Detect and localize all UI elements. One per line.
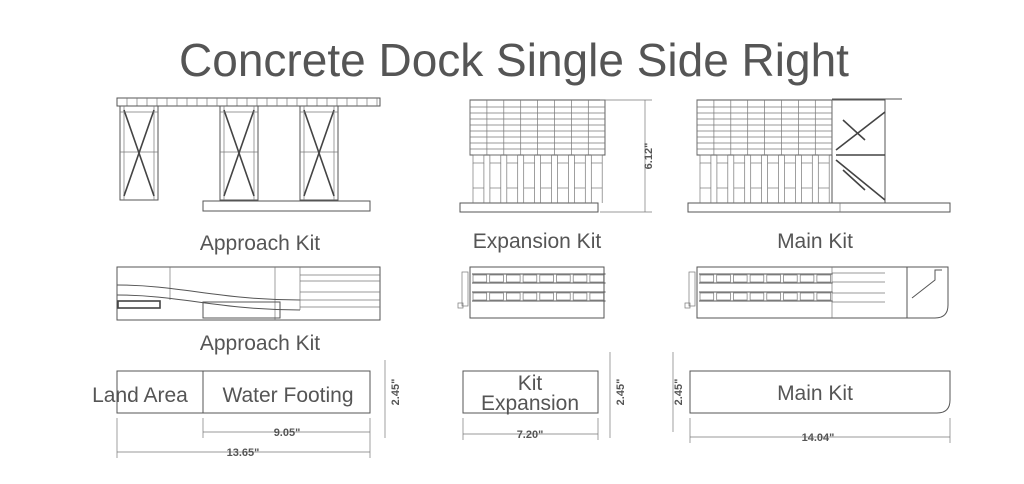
approach-total-length-dimension: 13.65" — [227, 447, 260, 459]
expansion-footprint — [462, 370, 599, 414]
expansion-height-dimension-lines — [600, 99, 652, 213]
approach-kit-plan-label: Approach Kit — [200, 332, 320, 355]
approach-dimension-lines — [116, 360, 386, 458]
main-width-dimension: 2.45" — [673, 379, 685, 406]
expansion-length-dimension: 7.20" — [517, 429, 544, 441]
kit-expansion-label-line1: Kit — [518, 372, 543, 395]
main-length-dimension: 14.04" — [802, 432, 835, 444]
main-dimension-lines — [672, 352, 951, 443]
approach-kit-elevation — [116, 97, 381, 212]
expansion-dimension-lines — [462, 352, 611, 440]
main-kit-plan — [684, 266, 949, 319]
main-kit-box-label: Main Kit — [777, 382, 853, 405]
land-area-label: Land Area — [92, 384, 188, 407]
expansion-kit-elevation — [459, 99, 606, 213]
main-kit-elevation — [687, 98, 951, 213]
water-footing-label: Water Footing — [222, 384, 353, 407]
water-footing-length-dimension: 9.05" — [274, 427, 301, 439]
expansion-height-dimension: 6.12" — [643, 143, 655, 170]
expansion-kit-plan — [457, 266, 606, 319]
approach-kit-plan — [116, 266, 381, 321]
expansion-kit-elevation-label: Expansion Kit — [473, 230, 602, 253]
approach-footprint — [116, 370, 371, 414]
main-footprint — [689, 370, 951, 414]
approach-kit-elevation-label: Approach Kit — [200, 232, 320, 255]
main-kit-elevation-label: Main Kit — [777, 230, 853, 253]
approach-width-dimension: 2.45" — [390, 379, 402, 406]
expansion-width-dimension: 2.45" — [615, 379, 627, 406]
page-title: Concrete Dock Single Side Right — [179, 34, 849, 86]
kit-expansion-label-line2: Expansion — [481, 392, 579, 415]
